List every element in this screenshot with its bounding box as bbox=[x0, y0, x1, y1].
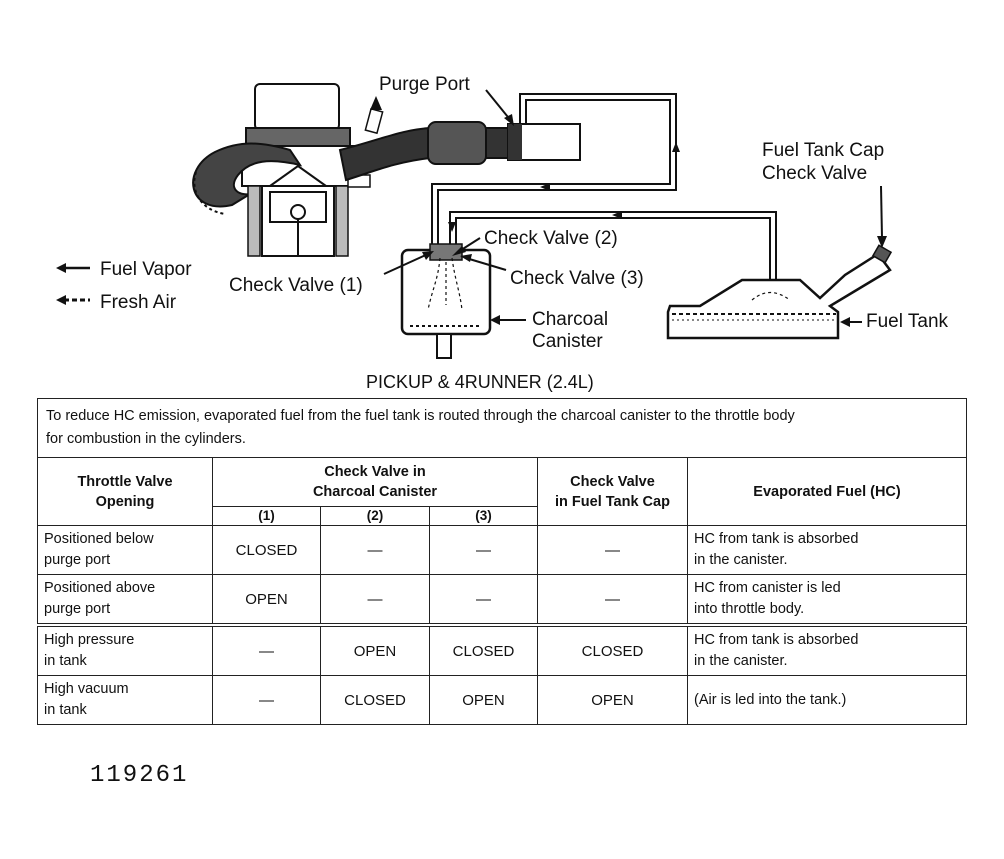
header-valve-3: (3) bbox=[429, 506, 538, 526]
row-valve-3: CLOSED bbox=[429, 623, 538, 676]
header-throttle-valve-opening: Throttle Valve Opening bbox=[37, 457, 213, 526]
row-valve-1: — bbox=[212, 675, 321, 725]
table-note: To reduce HC emission, evaporated fuel f… bbox=[36, 398, 968, 458]
label-check-valve-2: Check Valve (2) bbox=[484, 228, 618, 249]
row-valve-2: OPEN bbox=[320, 623, 430, 676]
row-valve-3: — bbox=[429, 525, 538, 575]
header-check-valve-canister: Check Valve in Charcoal Canister bbox=[212, 457, 538, 507]
fuel-tank-cap bbox=[871, 244, 893, 264]
row-valve-1: OPEN bbox=[212, 574, 321, 626]
row-valve-3: OPEN bbox=[429, 675, 538, 725]
pointer-lines bbox=[383, 89, 887, 327]
row-cap: CLOSED bbox=[537, 623, 688, 676]
header-throttle-line2: Opening bbox=[95, 493, 155, 510]
row-valve-3: — bbox=[429, 574, 538, 626]
legend-fresh-air: Fresh Air bbox=[100, 292, 177, 313]
evap-system-diagram: Purge Port Fuel Tank Cap Check Valve Che… bbox=[56, 74, 949, 392]
label-fuel-tank-cap-line1: Fuel Tank Cap bbox=[762, 140, 884, 161]
label-fuel-tank-cap-line2: Check Valve bbox=[762, 163, 867, 184]
row-hc: (Air is led into the tank.) bbox=[686, 675, 968, 725]
header-canister-line1: Check Valve in bbox=[324, 464, 426, 480]
vapor-lines bbox=[431, 93, 777, 280]
row-valve-2: — bbox=[320, 525, 430, 575]
label-check-valve-1: Check Valve (1) bbox=[229, 275, 363, 296]
header-throttle-line1: Throttle Valve bbox=[77, 473, 173, 490]
header-canister-line2: Charcoal Canister bbox=[312, 484, 438, 500]
check-valve-operation-table: To reduce HC emission, evaporated fuel f… bbox=[36, 398, 968, 725]
row-cap: OPEN bbox=[537, 675, 688, 725]
fresh-air-arrow-icon bbox=[56, 295, 66, 305]
charcoal-canister bbox=[400, 243, 492, 359]
row-cap: — bbox=[537, 525, 688, 575]
header-cap-line1: Check Valve bbox=[570, 473, 655, 490]
header-cap-line2: in Fuel Tank Cap bbox=[555, 493, 670, 510]
header-check-valve-tank-cap: Check Valve in Fuel Tank Cap bbox=[537, 457, 688, 526]
row-cap: — bbox=[537, 574, 688, 626]
spark-plug bbox=[364, 107, 384, 135]
legend-fuel-vapor: Fuel Vapor bbox=[100, 259, 192, 280]
table-note-line2: for combustion in the cylinders. bbox=[46, 431, 246, 447]
row-valve-2: CLOSED bbox=[320, 675, 430, 725]
row-valve-1: CLOSED bbox=[212, 525, 321, 575]
label-charcoal-line2: Canister bbox=[532, 331, 603, 352]
engine-assembly bbox=[192, 83, 581, 257]
header-evaporated-fuel: Evaporated Fuel (HC) bbox=[686, 457, 968, 526]
label-purge-port: Purge Port bbox=[379, 74, 471, 95]
fuel-tank-shape bbox=[666, 244, 893, 340]
air-cleaner-cap bbox=[254, 83, 340, 131]
intake-manifold bbox=[192, 142, 303, 208]
label-charcoal-line1: Charcoal bbox=[532, 309, 608, 330]
figure-number: 119261 bbox=[90, 762, 189, 789]
table-note-line1: To reduce HC emission, evaporated fuel f… bbox=[46, 408, 795, 424]
label-check-valve-3: Check Valve (3) bbox=[510, 268, 644, 289]
fuel-vapor-arrow-icon bbox=[56, 263, 66, 273]
row-valve-1: — bbox=[212, 623, 321, 676]
header-valve-2: (2) bbox=[320, 506, 430, 526]
row-valve-2: — bbox=[320, 574, 430, 626]
header-valve-1: (1) bbox=[212, 506, 321, 526]
legend: Fuel Vapor Fresh Air bbox=[56, 259, 192, 313]
label-fuel-tank: Fuel Tank bbox=[866, 311, 949, 332]
diagram-caption: PICKUP & 4RUNNER (2.4L) bbox=[366, 372, 594, 392]
